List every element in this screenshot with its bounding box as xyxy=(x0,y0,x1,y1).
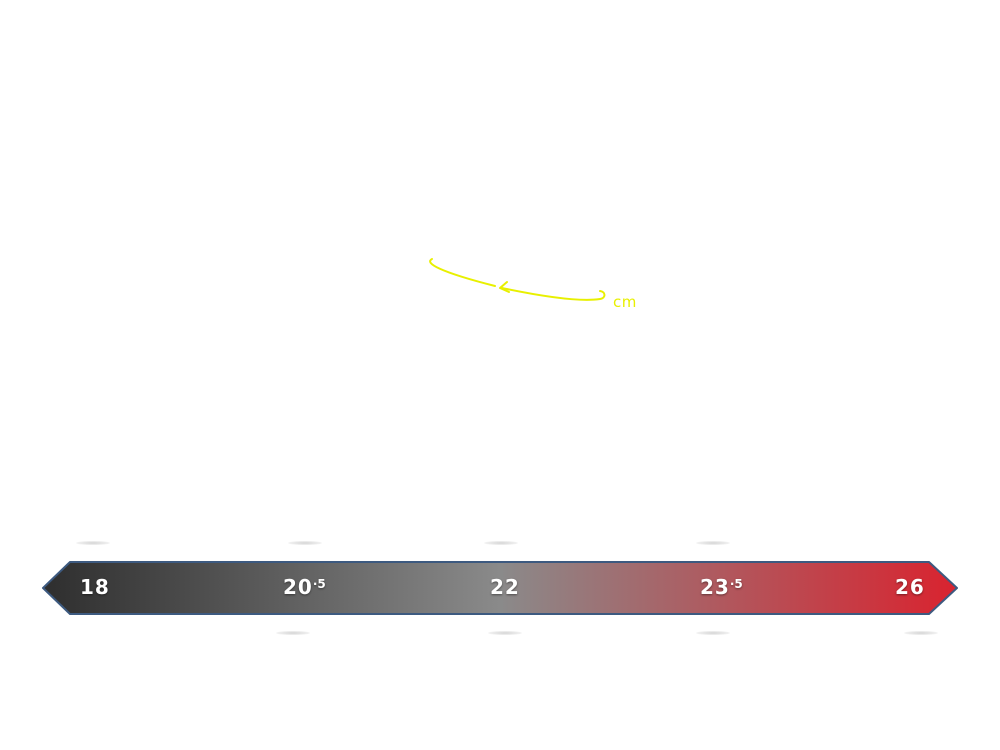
scale-tick-label: 18 xyxy=(80,574,110,600)
size-scale-bar: 18 20·5 22 23·5 26 xyxy=(40,560,960,616)
tick-fraction: ·5 xyxy=(312,577,326,591)
scale-glow xyxy=(696,631,730,635)
scale-glow xyxy=(904,631,938,635)
scale-tick-label: 22 xyxy=(490,574,520,600)
scale-tick-label: 23·5 xyxy=(700,574,743,600)
tick-value: 23 xyxy=(700,575,730,599)
scale-glow xyxy=(488,631,522,635)
tick-value: 26 xyxy=(895,575,925,599)
scale-glow xyxy=(288,541,322,545)
scale-glow xyxy=(76,541,110,545)
scale-bar-shape xyxy=(42,561,958,615)
tick-fraction: ·5 xyxy=(729,577,743,591)
scale-glow xyxy=(484,541,518,545)
tick-value: 18 xyxy=(80,575,110,599)
tick-value: 20 xyxy=(283,575,313,599)
scale-tick-label: 26 xyxy=(895,574,925,600)
scale-glow xyxy=(276,631,310,635)
tick-value: 22 xyxy=(490,575,520,599)
unit-annotation: cm xyxy=(420,250,660,320)
unit-label: cm xyxy=(613,293,637,311)
scale-tick-label: 20·5 xyxy=(283,574,326,600)
scale-glow xyxy=(696,541,730,545)
curved-arrow-icon xyxy=(429,258,606,301)
